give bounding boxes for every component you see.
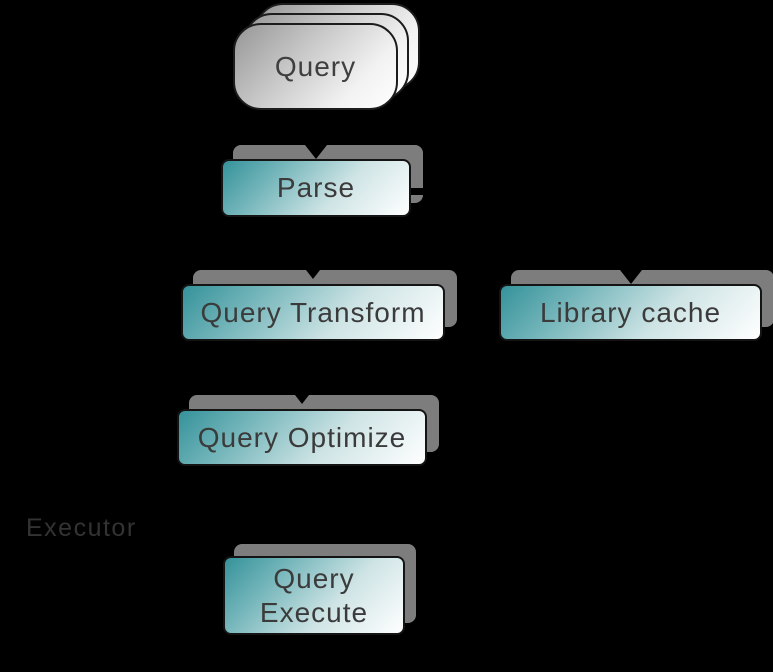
query-optimize-box: Query Optimize [177,409,427,466]
query-transform-box: Query Transform [181,284,445,341]
parse-arrow-notch [305,145,327,159]
query-transform-node: Query Transform [181,270,457,341]
query-transform-label: Query Transform [200,296,426,328]
query-transform-arrow-notch [306,270,320,279]
parse-hidden-arrow-cut [410,188,425,195]
library-cache-node: Library cache [499,270,773,341]
parse-node: Parse [221,145,425,217]
query-optimize-node: Query Optimize [177,395,439,466]
library-cache-arrow-notch [619,270,642,284]
query-label: Query [274,50,357,82]
parse-box: Parse [221,159,411,217]
library-cache-box: Library cache [499,284,762,341]
query-optimize-label: Query Optimize [197,421,407,453]
query-card-front: Query [233,23,398,110]
library-cache-label: Library cache [539,296,722,328]
parse-label: Parse [276,172,356,203]
query-optimize-arrow-notch [295,395,309,404]
executor-label: Executor [26,514,137,542]
